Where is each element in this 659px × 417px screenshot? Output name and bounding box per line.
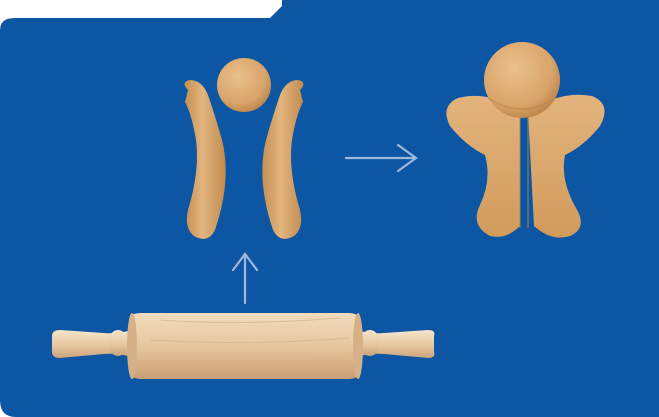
clay-figure-head [484, 42, 560, 118]
clay-head-ball [217, 58, 271, 112]
